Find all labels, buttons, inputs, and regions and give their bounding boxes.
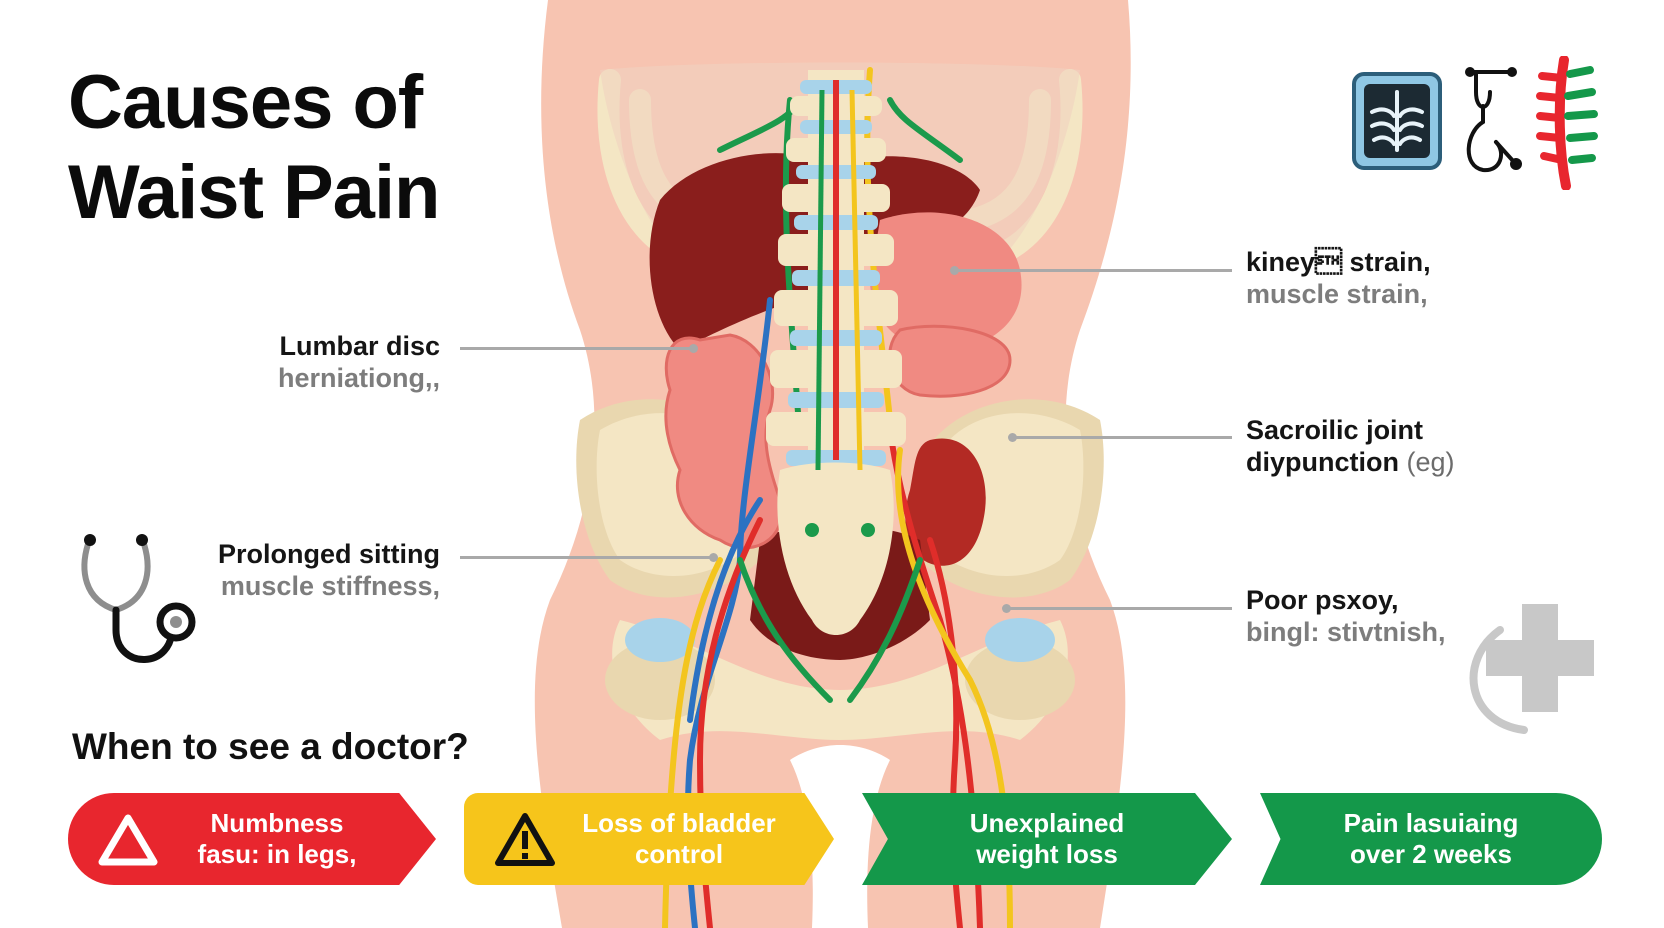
- warning-chip-pain-duration: Pain lasuiaing over 2 weeks: [1260, 793, 1602, 885]
- warning-chip-numbness: Numbness fasu: in legs,: [68, 793, 436, 885]
- label-sacroiliac-sub-light: (eg): [1406, 447, 1455, 477]
- medical-cross-icon: [1469, 604, 1594, 734]
- label-sacroiliac: Sacroilic joint diypunction (eg): [1246, 414, 1455, 478]
- label-poor-posture: Poor psxoy, bingl: stivtnish,: [1246, 584, 1446, 648]
- stomach: [870, 212, 1022, 350]
- label-sitting-sub: muscle stiffness,: [220, 571, 440, 601]
- label-kidney-sub: muscle strain,: [1246, 279, 1428, 309]
- warning-chip-weight-loss: Unexplained weight loss: [862, 793, 1232, 885]
- label-sacroiliac-sub: diypunction (eg): [1246, 446, 1455, 478]
- chip-line-2: over 2 weeks: [1350, 839, 1512, 869]
- leader-sacroiliac: [1008, 433, 1232, 442]
- doctor-question-heading: When to see a doctor?: [72, 726, 469, 767]
- chip-text: Numbness fasu: in legs,: [148, 808, 357, 870]
- chip-line-2: fasu: in legs,: [197, 839, 357, 869]
- intestines: [664, 324, 1012, 550]
- chip-line-1: Loss of bladder: [582, 808, 776, 838]
- title-line-1: Causes of: [68, 60, 423, 145]
- chip-text: Loss of bladder control: [522, 808, 776, 870]
- label-sacroiliac-main: Sacroilic joint: [1246, 415, 1424, 445]
- chip-text: Unexplained weight loss: [970, 808, 1125, 870]
- label-kidney-strain: kiney strain, muscle strain,: [1246, 246, 1431, 310]
- leader-sitting: [460, 553, 718, 562]
- warning-triangle-icon: [495, 813, 555, 866]
- chip-line-1: Numbness: [210, 808, 344, 838]
- label-lumbar-main: Lumbar disc: [279, 331, 440, 361]
- chip-line-2: weight loss: [976, 839, 1118, 869]
- label-posture-sub: bingl: stivtnish,: [1246, 617, 1446, 647]
- spine: [766, 70, 906, 635]
- chip-line-1: Pain lasuiaing: [1343, 808, 1519, 838]
- label-sitting-main: Prolonged sitting: [218, 539, 440, 569]
- page-title: Causes of Waist Pain: [68, 58, 440, 238]
- chip-line-2: control: [634, 839, 724, 869]
- chip-text: Pain lasuiaing over 2 weeks: [1344, 808, 1519, 870]
- label-lumbar-disc: Lumbar disc herniationg,,: [278, 330, 440, 394]
- warning-chip-bladder: Loss of bladder control: [464, 793, 834, 885]
- label-lumbar-sub: herniationg,,: [278, 363, 440, 393]
- label-posture-main: Poor psxoy,: [1246, 585, 1399, 615]
- xray-icon: [1352, 72, 1442, 170]
- label-kidney-main: kiney strain,: [1246, 247, 1431, 277]
- stethoscope-icon: [81, 534, 196, 663]
- warning-triangle-icon: [98, 814, 158, 866]
- kidney: [905, 438, 986, 566]
- spine-icon: [1536, 56, 1598, 190]
- label-prolonged-sitting: Prolonged sitting muscle stiffness,: [218, 538, 440, 602]
- title-line-2: Waist Pain: [68, 150, 440, 235]
- leader-kidney: [950, 266, 1232, 275]
- label-sacroiliac-sub-bold: diypunction: [1246, 447, 1399, 477]
- leader-lumbar: [460, 344, 698, 353]
- stethoscope-icon: [1465, 67, 1522, 173]
- leader-posture: [1002, 604, 1232, 613]
- chip-line-1: Unexplained: [969, 808, 1125, 838]
